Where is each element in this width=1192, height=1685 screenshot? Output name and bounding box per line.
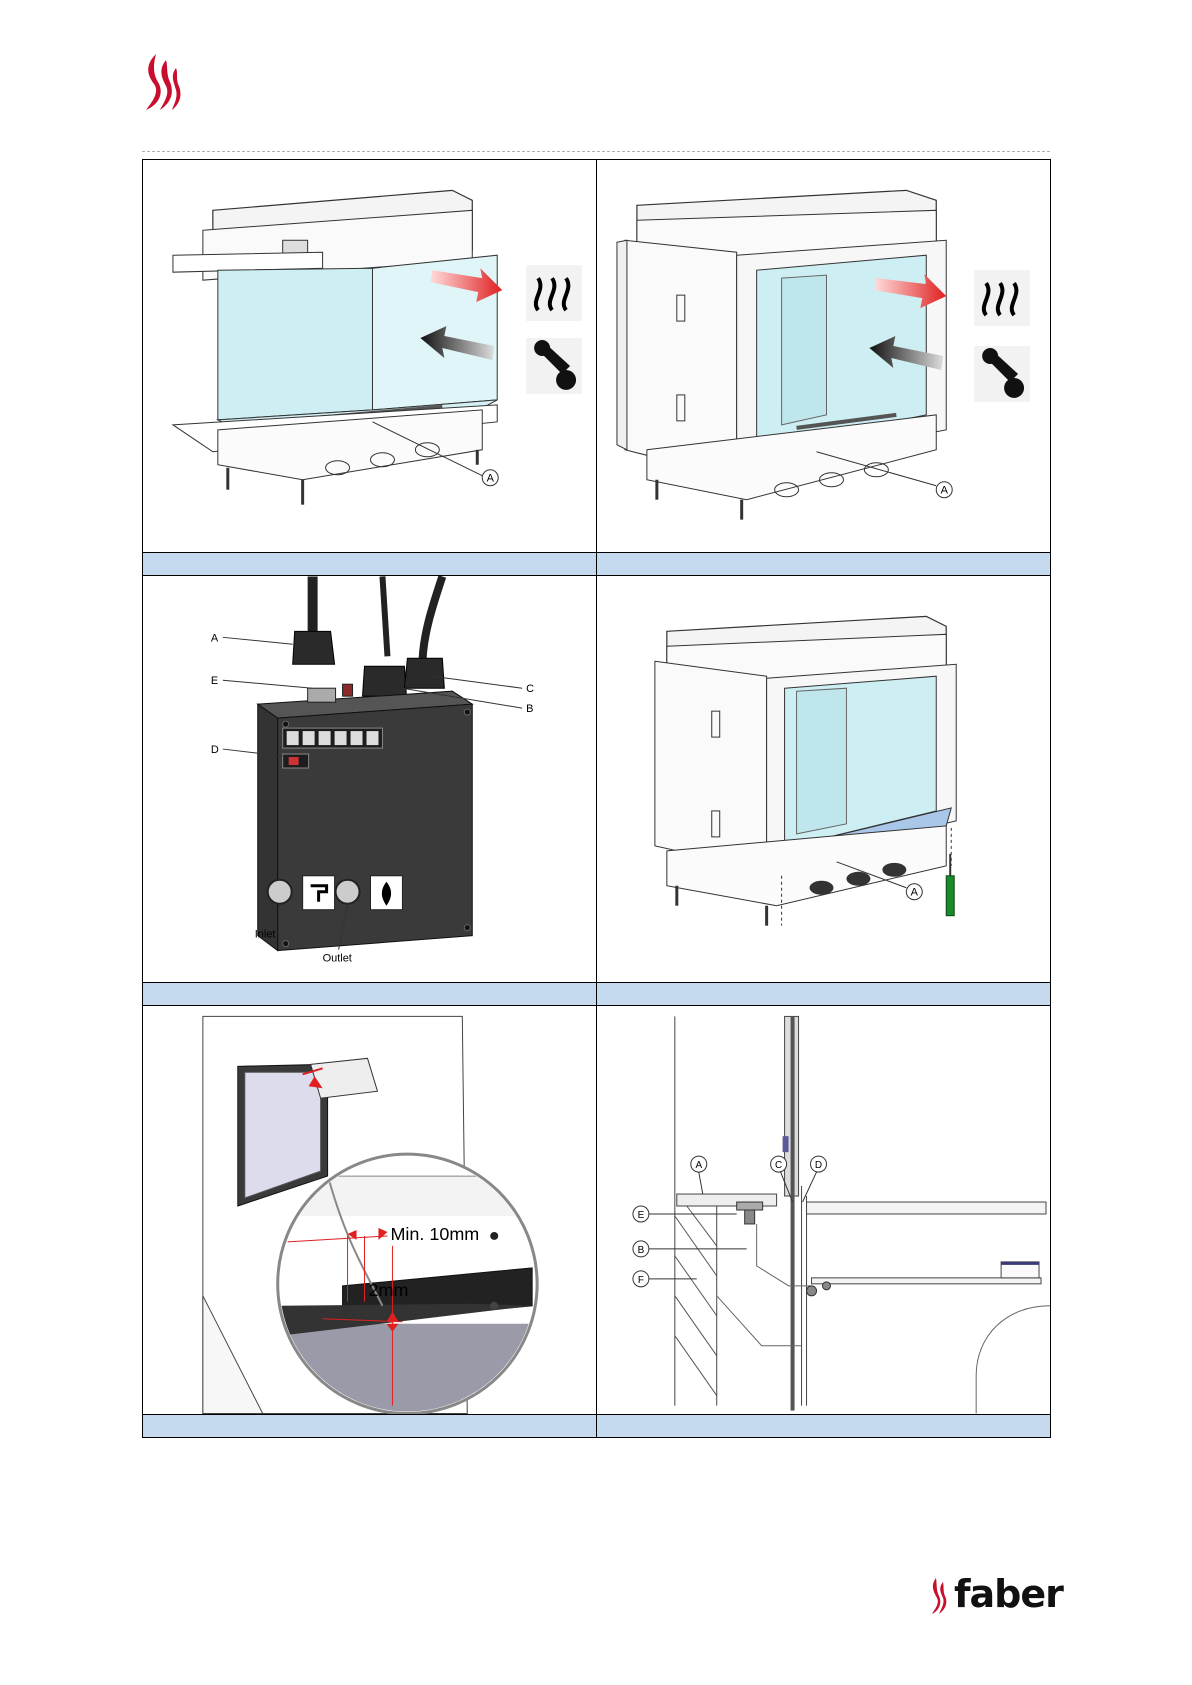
figure-6-label-c: C [775,1160,782,1171]
figure-5-caption [143,1415,597,1438]
figure-3-cell: A E D C B Inlet Outlet [143,576,597,983]
figure-3-label-b: B [526,703,533,715]
figure-3-label-e: E [211,675,218,687]
figure-3-label-c: C [526,683,534,695]
figure-clearance-detail: Min. 10mm 2mm [143,1006,596,1414]
heat-waves-icon [526,265,582,321]
figure-fireplace-with-frame: A [597,160,1050,552]
header-divider [142,151,1050,152]
figure-1-cell: A [143,160,597,553]
figure-3-caption [143,983,597,1006]
figure-6-cell: A C D E B F [597,1006,1051,1415]
figure-1-label-a: A [487,473,495,485]
figure-3-label-a: A [211,632,219,644]
figure-3-label-d: D [211,744,219,756]
figure-control-box-connections: A E D C B Inlet Outlet [143,576,596,982]
figure-5-cell: Min. 10mm 2mm [143,1006,597,1415]
figure-grid: A [142,159,1051,1438]
figure-3-outlet-label: Outlet [323,953,352,965]
figure-fireplace-front-view: A [143,160,596,552]
heat-waves-icon [974,270,1030,326]
figure-6-label-b: B [638,1245,645,1256]
figure-4-cell: A [597,576,1051,983]
figure-5-min-clearance: Min. 10mm [390,1224,479,1244]
figure-3-inlet-label: Inlet [255,929,276,941]
figure-6-caption [597,1415,1051,1438]
figure-6-label-f: F [638,1275,644,1286]
figure-2-caption [597,553,1051,576]
figure-5-gap: 2mm [369,1280,409,1300]
figure-1-caption [143,553,597,576]
figure-2-label-a: A [941,485,949,497]
figure-6-label-e: E [638,1210,645,1221]
figure-cross-section: A C D E B F [597,1006,1050,1414]
wrench-icon [974,346,1030,402]
brand-wordmark: faber [954,1572,1063,1616]
wrench-icon [526,338,582,394]
figure-fireplace-bottom-strip: A [597,576,1050,982]
figure-4-label-a: A [911,887,919,899]
figure-6-label-d: D [815,1160,822,1171]
brand-flame-icon [138,52,184,114]
figure-2-cell: A [597,160,1051,553]
figure-4-caption [597,983,1051,1006]
figure-6-label-a: A [695,1160,702,1171]
